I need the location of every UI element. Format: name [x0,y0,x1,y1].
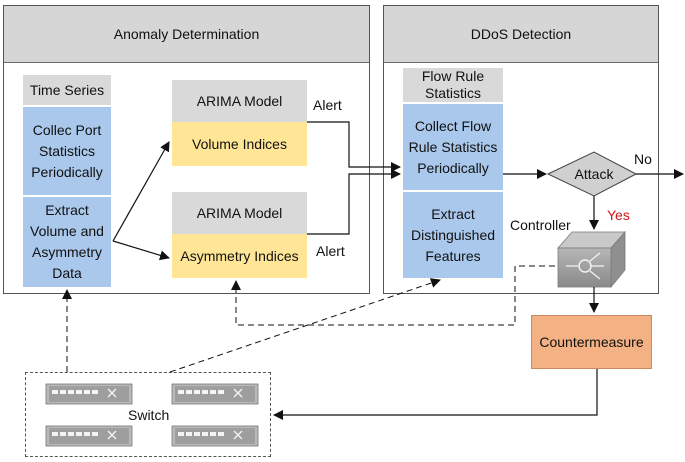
flow-rule-statistics-header: Flow Rule Statistics [403,68,503,102]
no-label: No [634,151,652,167]
alert-arrow-top [307,121,401,172]
arima-model-header-bottom: ARIMA Model [172,192,307,234]
dashed-arrow-controller-to-asymmetry [231,265,555,326]
yes-label: Yes [607,207,630,223]
arrow-to-switch [273,369,598,420]
asymmetry-indices-box: Asymmetry Indices [172,234,307,278]
extract-features-box: Extract Distinguished Features [403,192,503,278]
collect-flow-rule-box: Collect Flow Rule Statistics Periodicall… [403,104,503,190]
time-series-header: Time Series [23,75,111,105]
alert-arrow-bottom [307,169,401,235]
alert-label-top: Alert [313,97,342,113]
switch-icon [45,425,133,447]
volume-indices-box: Volume Indices [172,122,307,166]
controller-label: Controller [510,217,571,233]
countermeasure-box: Countermeasure [531,315,652,369]
arrow-to-asymmetry [112,240,170,261]
controller-router-icon [557,230,626,289]
switch-icon [171,383,259,405]
dashed-arrow-switch-to-controller [169,278,441,373]
switch-icon [171,425,259,447]
anomaly-panel-title: Anomaly Determination [4,6,369,63]
arima-model-header-top: ARIMA Model [172,80,307,122]
attack-label: Attack [574,166,614,182]
ddos-panel-title: DDoS Detection [384,6,658,63]
switch-group [25,372,271,457]
switch-label: Switch [128,407,170,423]
arrow-to-volume [112,141,170,242]
extract-volume-asymmetry-box: Extract Volume and Asymmetry Data [23,197,111,287]
collect-port-statistics-box: Collec Port Statistics Periodically [23,107,111,195]
alert-label-bottom: Alert [316,243,345,259]
switch-icon [45,383,133,405]
